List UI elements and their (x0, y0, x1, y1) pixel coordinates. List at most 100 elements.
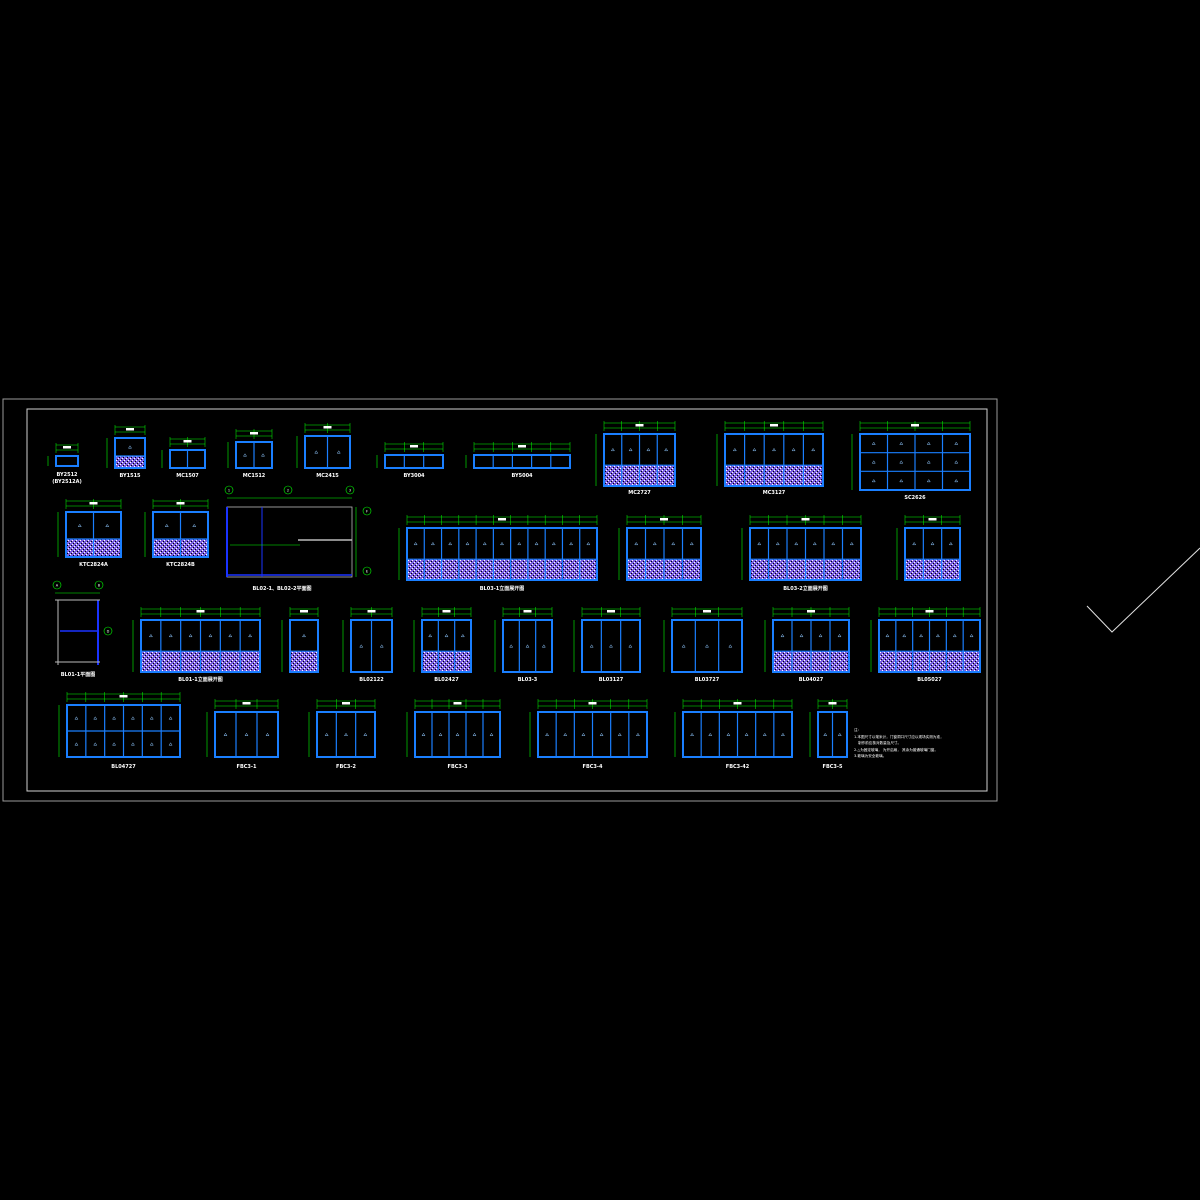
fixed-glass-marker-icon (837, 732, 842, 736)
wall-hatch (422, 651, 471, 672)
fixed-glass-marker-icon (935, 633, 940, 638)
fixed-glass-marker-icon (482, 541, 487, 546)
window-frame (671, 619, 743, 673)
drawing-label: BL04027 (799, 677, 824, 683)
fixed-glass-marker-icon (541, 644, 546, 648)
dimension-value-mark (607, 610, 615, 613)
plan-outline (226, 506, 353, 578)
axis-bubble (345, 485, 355, 495)
drawing-label: MC2727 (628, 490, 651, 496)
drawing-sublabel: (BY2512A) (52, 479, 82, 485)
fixed-glass-marker-icon (954, 478, 959, 483)
fixed-glass-marker-icon (563, 732, 568, 736)
fixed-glass-marker-icon (489, 732, 494, 736)
dimension-value-mark (410, 445, 418, 448)
fixed-glass-marker-icon (705, 644, 709, 648)
fixed-glass-marker-icon (336, 450, 341, 454)
window-frame (414, 711, 501, 758)
fixed-glass-marker-icon (164, 523, 169, 527)
window-elevation: BL05027 (870, 607, 981, 683)
fixed-glass-marker-icon (428, 633, 433, 638)
fixed-glass-marker-icon (728, 644, 733, 648)
window-elevation: BL03-3 (494, 607, 553, 683)
notes-line: 1.本图尺寸以毫米计，门窗洞口尺寸应以现场实测为准， (854, 734, 944, 739)
drawing-label: FBC3-3 (448, 764, 468, 770)
fixed-glass-marker-icon (628, 447, 633, 452)
fixed-glass-marker-icon (359, 644, 364, 648)
window-frame (421, 619, 472, 673)
fixed-glass-marker-icon (455, 732, 460, 736)
window-elevation: BL02122 (342, 607, 393, 683)
fixed-glass-marker-icon (599, 732, 604, 736)
window-frame (406, 527, 598, 581)
fixed-glass-marker-icon (652, 541, 657, 546)
drawing-label: FBC3-1 (237, 764, 257, 770)
dimension-value-mark (342, 702, 350, 705)
fixed-glass-marker-icon (811, 447, 816, 452)
window-elevation: BY3004 (376, 442, 444, 479)
wall-hatch (290, 651, 318, 672)
dimension-value-mark (453, 702, 462, 705)
axis-bubble (103, 626, 113, 636)
drawing-label: BL03-3 (518, 677, 538, 683)
fixed-glass-marker-icon (545, 732, 550, 736)
fixed-glass-marker-icon (948, 541, 953, 546)
drawing-label: MC3127 (763, 490, 786, 496)
drawing-label: BL02-1、BL02-2平面图 (252, 585, 311, 592)
dimension-value-mark (63, 446, 71, 449)
drawing-label: BL01-1立面展开图 (178, 676, 223, 683)
fixed-glass-marker-icon (168, 716, 173, 720)
dimension-value-mark (518, 445, 526, 448)
fixed-glass-marker-icon (772, 447, 776, 452)
fixed-glass-marker-icon (812, 541, 817, 546)
drawing-label: MC1507 (176, 473, 199, 479)
dimension-value-mark (807, 610, 815, 613)
fixed-glass-marker-icon (93, 716, 98, 720)
dimension-value-mark (660, 518, 668, 521)
fixed-glass-marker-icon (823, 732, 828, 736)
window-elevation (281, 607, 319, 673)
fixed-glass-marker-icon (208, 633, 213, 638)
fixed-glass-marker-icon (628, 644, 633, 648)
fixed-glass-marker-icon (517, 541, 522, 546)
dimension-value-mark (588, 702, 597, 705)
fixed-glass-marker-icon (586, 541, 591, 546)
fixed-glass-marker-icon (609, 644, 613, 648)
fixed-glass-marker-icon (752, 447, 757, 452)
fixed-glass-marker-icon (726, 732, 731, 736)
fixed-glass-marker-icon (954, 460, 959, 464)
drawing-label: BL03-1立面展开图 (480, 585, 525, 592)
fixed-glass-marker-icon (689, 541, 694, 546)
dimension-value-mark (119, 695, 128, 698)
window-elevation: MC2727 (595, 421, 676, 496)
window-elevation: FBC3-5 (809, 699, 848, 770)
fixed-glass-marker-icon (780, 633, 785, 638)
fixed-glass-marker-icon (634, 541, 639, 546)
fixed-glass-marker-icon (757, 541, 762, 546)
sheet-inner-border (26, 408, 988, 792)
window-elevation: BL02427 (413, 607, 472, 683)
axis-label: E (366, 569, 368, 573)
drawing-label: BY5004 (511, 473, 533, 479)
fixed-glass-marker-icon (192, 523, 197, 527)
fixed-glass-marker-icon (379, 644, 384, 648)
drawing-label: BL02427 (434, 677, 459, 683)
fixed-glass-marker-icon (130, 742, 135, 746)
fixed-glass-marker-icon (569, 541, 574, 546)
notes-block: 注: 1.本图尺寸以毫米计，门窗洞口尺寸应以现场实测为准， 制作前应核对数量及尺… (854, 727, 944, 758)
fixed-glass-marker-icon (791, 447, 796, 452)
fixed-glass-marker-icon (926, 478, 931, 483)
fixed-glass-marker-icon (926, 441, 931, 445)
window-elevation: FBC3-42 (674, 699, 793, 770)
fixed-glass-marker-icon (671, 541, 676, 546)
fixed-glass-marker-icon (871, 441, 876, 445)
fixed-glass-marker-icon (617, 732, 622, 736)
fixed-glass-marker-icon (500, 541, 504, 546)
fixed-glass-marker-icon (635, 732, 640, 736)
window-elevation: BY1515 (106, 425, 146, 479)
dimension-value-mark (828, 702, 837, 705)
window-elevation: BY5004 (465, 442, 571, 479)
window-elevation: BL03-1立面展开图 (398, 515, 598, 592)
dimension-value-mark (242, 702, 251, 705)
